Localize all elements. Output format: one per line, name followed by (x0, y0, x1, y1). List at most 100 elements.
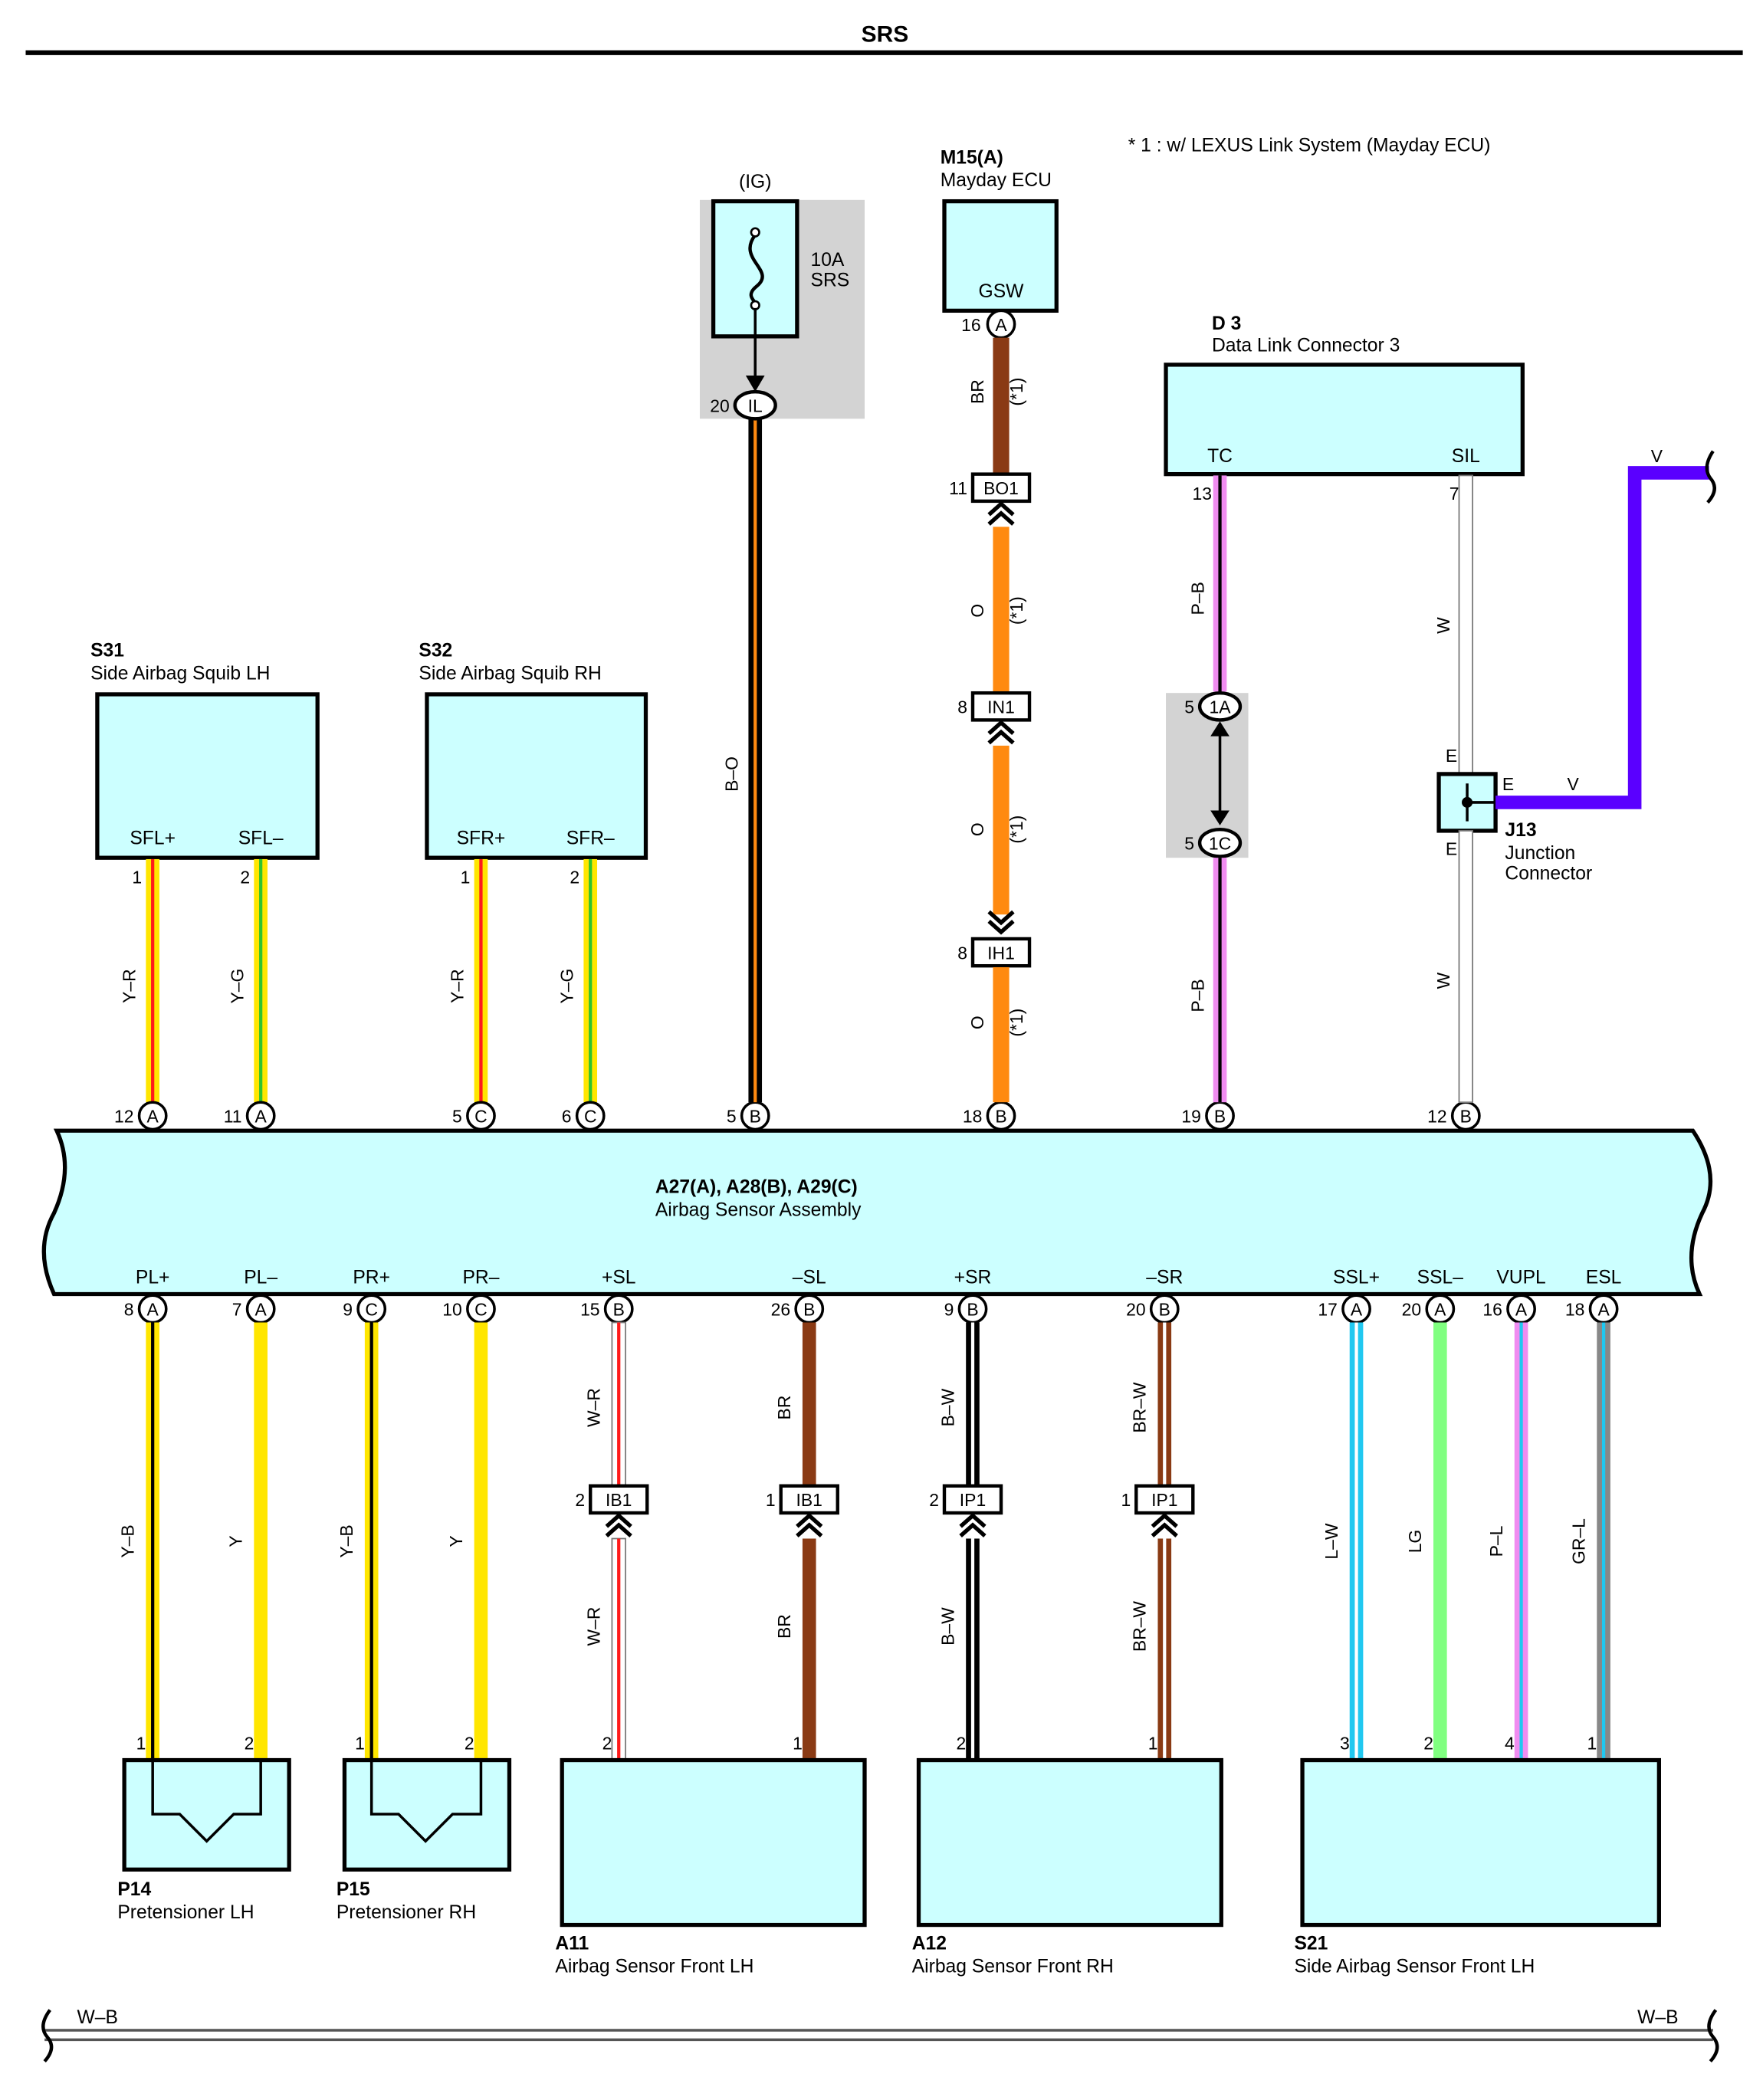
lower-plussl-assembly-pin-number: 15 (580, 1300, 599, 1320)
tc-upper-stripe (1218, 475, 1222, 692)
lower-plussr-junction-pin-number: 2 (929, 1490, 939, 1510)
lower-plminus-assembly-pin-letter: A (255, 1300, 268, 1320)
page-title: SRS (862, 22, 909, 48)
lower-minussl-lower-wire (802, 1538, 816, 1760)
p14-box (122, 1757, 291, 1872)
gsw-o2-note: (*1) (1006, 815, 1026, 844)
tc-1a-conn (1197, 691, 1243, 722)
a11-name: Airbag Sensor Front LH (555, 1956, 753, 1977)
lower-plussr-chevron-icon (959, 1522, 987, 1537)
upper-sfrminus-assembly-pin-number: 6 (562, 1107, 572, 1127)
lower-plussr-upper-color-code: B–W (937, 1388, 957, 1426)
lower-prminus-assembly-term: PR– (462, 1267, 499, 1288)
ih1-chevron-icon (987, 920, 1015, 935)
upper-sfrminus-stripe (589, 858, 593, 1103)
ig2-stripe (753, 418, 757, 1103)
sil-upper-color-code: W (1433, 617, 1453, 634)
upper-ig2-assembly-pin-number: 5 (727, 1107, 737, 1127)
gsw-br-note: (*1) (1006, 378, 1026, 406)
ig2-color-code: B–O (721, 756, 741, 792)
lower-plussr-comp-pin-number: 2 (956, 1733, 966, 1753)
lower-plussr-assembly-pin-number: 9 (944, 1300, 954, 1320)
lower-sslplus-assembly-pin-number: 17 (1318, 1300, 1337, 1320)
lower-minussl-junction-code: IB1 (796, 1490, 822, 1510)
j13-node (1462, 796, 1473, 808)
m15-code: M15(A) (941, 147, 1003, 168)
sil-lower-wire (1458, 830, 1474, 1104)
tc-1a-code: 1A (1210, 697, 1232, 717)
lower-plplus-assembly-pin-number: 8 (124, 1300, 134, 1320)
a11-code: A11 (555, 1933, 589, 1954)
lower-prminus-assembly-pin-letter: C (474, 1300, 488, 1320)
d3-name: Data Link Connector 3 (1212, 335, 1400, 356)
s31-box (95, 692, 320, 860)
lower-sslplus-comp-pin-number: 3 (1340, 1733, 1350, 1753)
lower-vupl-color-code: P–L (1486, 1526, 1506, 1557)
lower-minussr-assembly-term: –SR (1146, 1267, 1183, 1288)
gsw-br-wire (993, 337, 1010, 473)
lower-plussl-chevron-icon (605, 1522, 632, 1537)
lower-minussr-assembly-pin-letter: B (1159, 1300, 1170, 1320)
lower-minussl-assembly-pin-number: 26 (771, 1300, 790, 1320)
a12-name: Airbag Sensor Front RH (912, 1956, 1114, 1977)
lower-minussr-comp-pin-number: 1 (1148, 1733, 1158, 1753)
d3-tc-pin-number: 13 (1192, 484, 1211, 504)
upper-sflminus-term: SFL– (238, 829, 284, 849)
p14-pretensioner-icon (151, 1760, 262, 1843)
sil-upper-wire (1458, 474, 1474, 775)
lower-minussl-assembly-term: –SL (793, 1267, 826, 1288)
lower-prplus-assembly-pin-letter: C (365, 1300, 378, 1320)
lower-plminus-color-code: Y (225, 1535, 245, 1547)
gsw-br-color-code: BR (967, 379, 987, 404)
s32-name: Side Airbag Squib RH (419, 664, 601, 684)
gsw-o3-wire (993, 966, 1010, 1103)
lower-plussl-upper-color-code: W–R (584, 1388, 604, 1427)
lower-plussl-assembly-term: +SL (602, 1267, 636, 1288)
lower-sslminus-assembly-pin-letter: A (1434, 1300, 1446, 1320)
lower-minussl-upper-wire (802, 1322, 816, 1486)
upper-sflplus-assembly-pin-number: 12 (114, 1107, 133, 1127)
v-wire (1495, 466, 1709, 809)
upper-sfrplus-term: SFR+ (457, 829, 506, 849)
fuse-rating: 10A (811, 250, 845, 271)
footnote: * 1 : w/ LEXUS Link System (Mayday ECU) (1128, 135, 1491, 156)
s32-box (425, 692, 648, 860)
lower-minussr-junction-box (1134, 1484, 1195, 1515)
upper-tc-assembly-pin-letter: B (1214, 1107, 1226, 1127)
in1-chevron-icon (987, 720, 1015, 736)
gsw-o1-note: (*1) (1006, 596, 1026, 625)
tc-lower-stripe (1218, 858, 1222, 1103)
upper-sflminus-assembly-pin-number: 11 (224, 1107, 242, 1127)
upper-sflminus-comp-pin-number: 2 (240, 868, 250, 888)
lower-plminus-assembly-pin-number: 7 (232, 1300, 242, 1320)
p15-pretensioner-icon (369, 1760, 483, 1843)
sil-lower-color-code: W (1433, 972, 1453, 989)
s21-code: S21 (1294, 1933, 1328, 1954)
fuse-conn (733, 389, 777, 421)
lower-prminus-color-code: Y (446, 1535, 466, 1547)
lower-minussl-chevron-icon (796, 1522, 823, 1537)
v-break-icon (1705, 450, 1716, 504)
m15-term: GSW (979, 281, 1025, 302)
lower-vupl-assembly-pin-letter: A (1515, 1300, 1528, 1320)
s32-code: S32 (419, 641, 452, 661)
assembly-code: A27(A), A28(B), A29(C) (655, 1176, 858, 1197)
upper-sflplus-stripe (151, 858, 155, 1103)
lower-vupl-stripe (1519, 1322, 1523, 1760)
lower-vupl-assembly-term: VUPL (1496, 1267, 1545, 1288)
upper-sflminus-stripe (259, 858, 263, 1103)
s21-box (1300, 1757, 1661, 1928)
lower-plussl-upper-stripe (617, 1322, 621, 1486)
a12-code: A12 (912, 1933, 947, 1954)
d3-sil-pin-number: 7 (1449, 484, 1459, 504)
lower-esl-assembly-pin-letter: A (1597, 1300, 1610, 1320)
v-label-upper: V (1651, 446, 1663, 466)
m15-name: Mayday ECU (941, 170, 1052, 191)
lower-vupl-assembly-pin-number: 16 (1482, 1300, 1502, 1320)
p14-name: Pretensioner LH (117, 1902, 254, 1923)
fuse-name: SRS (811, 271, 850, 291)
fuse-tag: (IG) (739, 172, 771, 192)
j13-name-1: Junction (1505, 843, 1575, 864)
p14-code: P14 (117, 1879, 151, 1900)
